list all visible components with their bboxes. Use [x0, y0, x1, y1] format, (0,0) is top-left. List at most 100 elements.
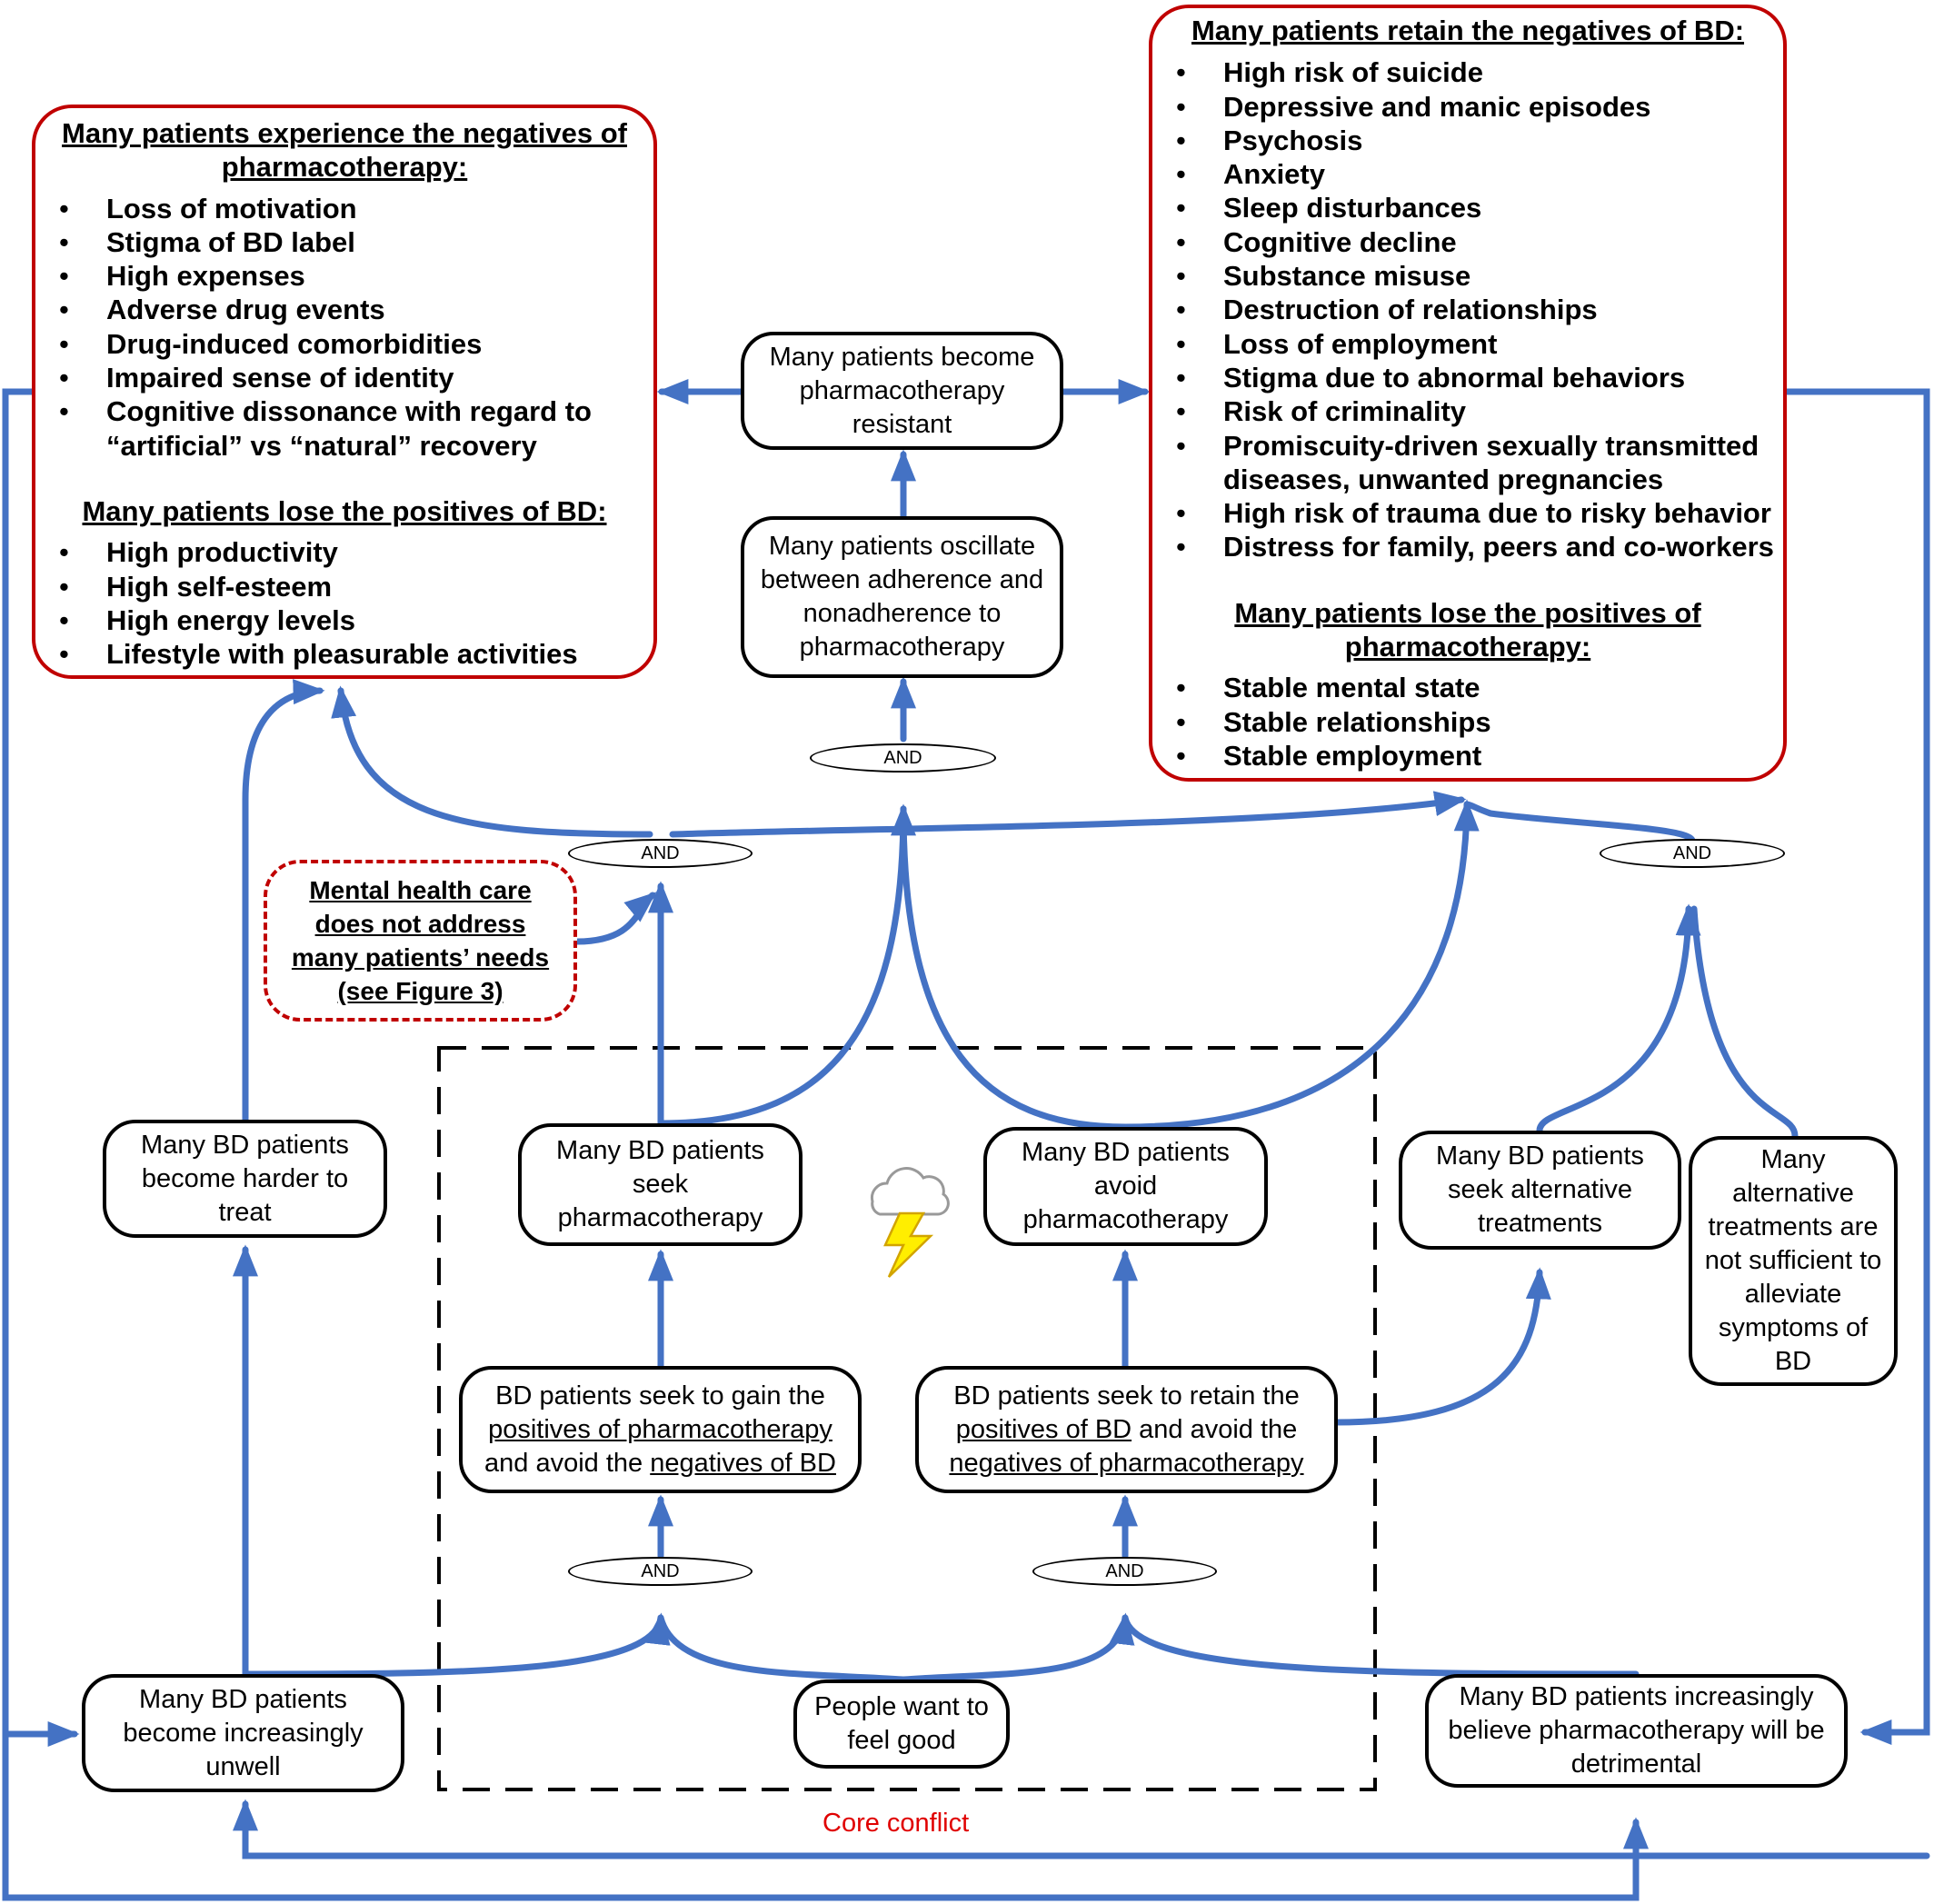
text-line: Many BD patients [141, 1130, 349, 1160]
arrow-insufficient-to-and-right [1690, 905, 1799, 1140]
node-feel-good: People want to feel good [793, 1680, 1010, 1769]
arrow-feel-good-to-and-retain [900, 1612, 1135, 1683]
heading-line-1: Many patients lose the positives of [1234, 596, 1701, 629]
text-line: unwell [205, 1751, 281, 1781]
mental-health-care-box: Mental health care does not address many… [264, 860, 577, 1022]
list-item: Cognitive decline [1161, 225, 1774, 260]
text-line: avoid [1093, 1171, 1158, 1201]
text-line: not sufficient to [1704, 1246, 1882, 1275]
core-conflict-label: Core conflict [822, 1809, 970, 1838]
list-item: Stable mental state [1161, 671, 1774, 705]
arrow-unwell-to-and-gain [242, 1612, 671, 1678]
node-increasingly-unwell: Many BD patients become increasingly unw… [82, 1674, 404, 1792]
list-item: Lifestyle with pleasurable activities [45, 637, 644, 672]
text-fragment: and avoid the [484, 1448, 651, 1478]
bd-negatives-list: High risk of suicide Depressive and mani… [1161, 55, 1774, 463]
list-item: Loss of employment [1161, 327, 1774, 362]
text-fragment: and avoid the [1131, 1414, 1298, 1444]
list-item: Loss of motivation [45, 192, 644, 226]
arrow-harder-to-pharma-negatives [242, 679, 325, 1123]
text-line: negatives of pharmacotherapy [949, 1448, 1304, 1478]
arrow-mental-health-to-and [573, 892, 657, 945]
connector-arrows [2, 379, 1930, 1901]
text-line: many patients’ needs [291, 943, 550, 972]
list-item: High risk of trauma due to risky behavio… [1161, 496, 1774, 531]
arrow-detrimental-to-and-retain [1122, 1614, 1640, 1678]
text-line: alternative [1732, 1179, 1854, 1208]
and-gate-retain: AND [1032, 1557, 1217, 1586]
text-line: Many patients become [769, 342, 1035, 372]
text-line: Many BD patients [556, 1136, 764, 1165]
text-line: treatments are [1708, 1212, 1879, 1241]
text-line: symptoms of [1718, 1313, 1869, 1342]
arrow-and-left-to-pharma-negatives [331, 685, 653, 838]
list-item: Stable relationships [1161, 705, 1774, 740]
text-line: Many patients oscillate [768, 532, 1036, 561]
heading-line-1: Many patients experience the negatives o… [62, 117, 627, 149]
and-gate-right: AND [1600, 839, 1785, 868]
list-item-continuation: “artificial” vs “natural” recovery [106, 429, 537, 462]
text-line: believe pharmacotherapy will be [1448, 1716, 1825, 1745]
node-seek-pharmacotherapy: Many BD patients seek pharmacotherapy [518, 1123, 803, 1246]
node-pharma-resistant: Many patients become pharmacotherapy res… [741, 332, 1063, 450]
node-gain-positives-pharma: BD patients seek to gain the positives o… [459, 1366, 862, 1493]
list-item-continuation: diseases, unwanted pregnancies [1223, 463, 1664, 495]
loop-pharma-negatives-to-detrimental [2, 388, 1649, 1901]
text-line: between adherence and [760, 565, 1044, 594]
pharma-negatives-box: Many patients experience the negatives o… [32, 105, 657, 679]
list-item: Cognitive dissonance with regard to [45, 394, 644, 429]
arrow-and-right-to-bd-negatives [1463, 801, 1696, 844]
text-line: pharmacotherapy [557, 1203, 763, 1232]
text-line: Mental health care [309, 876, 532, 904]
node-alternatives-insufficient: Many alternative treatments are not suff… [1689, 1136, 1898, 1386]
text-fragment: positives of BD [955, 1414, 1132, 1444]
text-line: pharmacotherapy [799, 633, 1005, 662]
text-line: Many BD patients increasingly [1459, 1682, 1814, 1711]
list-item: Substance misuse [1161, 259, 1774, 294]
arrow-avoid-to-bd-negatives [1122, 799, 1480, 1131]
arrow-and-left-to-bd-negatives [669, 791, 1467, 838]
text-line: Many BD patients [1436, 1141, 1644, 1171]
text-line: treatments [1478, 1209, 1602, 1238]
list-item: High risk of suicide [1161, 55, 1774, 90]
bd-negatives-heading: Many patients retain the negatives of BD… [1191, 15, 1745, 46]
text-line: BD patients seek to retain the [953, 1381, 1300, 1411]
list-item: Impaired sense of identity [45, 361, 644, 395]
text-line: Many [1760, 1145, 1826, 1174]
list-item: Stable employment [1161, 739, 1774, 773]
node-harder-to-treat: Many BD patients become harder to treat [103, 1120, 387, 1238]
list-item: Drug-induced comorbidities [45, 327, 644, 362]
bd-negatives-list-cont: High risk of trauma due to risky behavio… [1161, 496, 1774, 564]
text-line: treat [218, 1197, 272, 1227]
loop-bd-negatives-to-detrimental [1782, 388, 1930, 1745]
list-item: High self-esteem [45, 570, 644, 604]
list-item: Adverse drug events [45, 293, 644, 327]
node-oscillate: Many patients oscillate between adherenc… [741, 516, 1063, 678]
list-item: Promiscuity-driven sexually transmitted [1161, 429, 1774, 464]
text-line: BD [1774, 1347, 1812, 1376]
text-line: become increasingly [123, 1718, 364, 1748]
list-item: Psychosis [1161, 124, 1774, 158]
text-line: nonadherence to [803, 599, 1002, 628]
text-line: seek [632, 1170, 689, 1199]
loop-right-edge-to-unwell [233, 1799, 1930, 1859]
text-line: and avoid the negatives of BD [484, 1447, 836, 1480]
text-line: positives of pharmacotherapy [488, 1414, 832, 1444]
arrow-retain-to-seek-alt [1332, 1267, 1551, 1426]
bd-negatives-box: Many patients retain the negatives of BD… [1149, 5, 1787, 782]
list-item: Depressive and manic episodes [1161, 90, 1774, 125]
list-item: Stigma due to abnormal behaviors [1161, 361, 1774, 395]
heading-line-2: pharmacotherapy: [221, 151, 468, 184]
list-item: Sleep disturbances [1161, 191, 1774, 225]
text-line: resistant [852, 409, 952, 439]
storm-cloud-lightning-icon [871, 1167, 950, 1278]
heading-line-2: pharmacotherapy: [1344, 631, 1591, 663]
text-line: become harder to [141, 1163, 349, 1193]
arrow-feel-good-to-and-gain [657, 1614, 907, 1683]
text-line: People want to [814, 1692, 989, 1721]
text-line: feel good [847, 1726, 956, 1755]
arrow-seek-alt-to-and-right [1536, 903, 1701, 1134]
pharma-positives-lost-heading: Many patients lose the positives of phar… [1161, 596, 1774, 664]
list-item: Anxiety [1161, 157, 1774, 192]
